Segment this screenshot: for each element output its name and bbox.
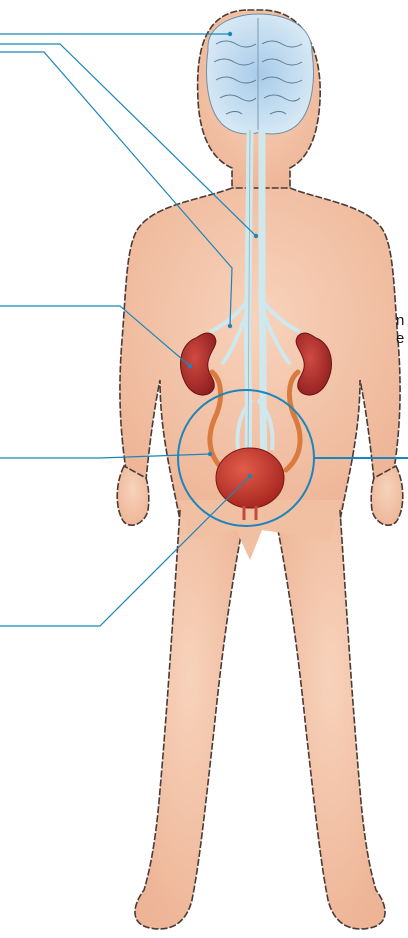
partial-label-1: n — [396, 312, 404, 330]
brain — [207, 14, 314, 134]
partial-label-2: e — [396, 330, 404, 348]
right-leg — [276, 510, 385, 929]
left-leg — [135, 510, 244, 929]
